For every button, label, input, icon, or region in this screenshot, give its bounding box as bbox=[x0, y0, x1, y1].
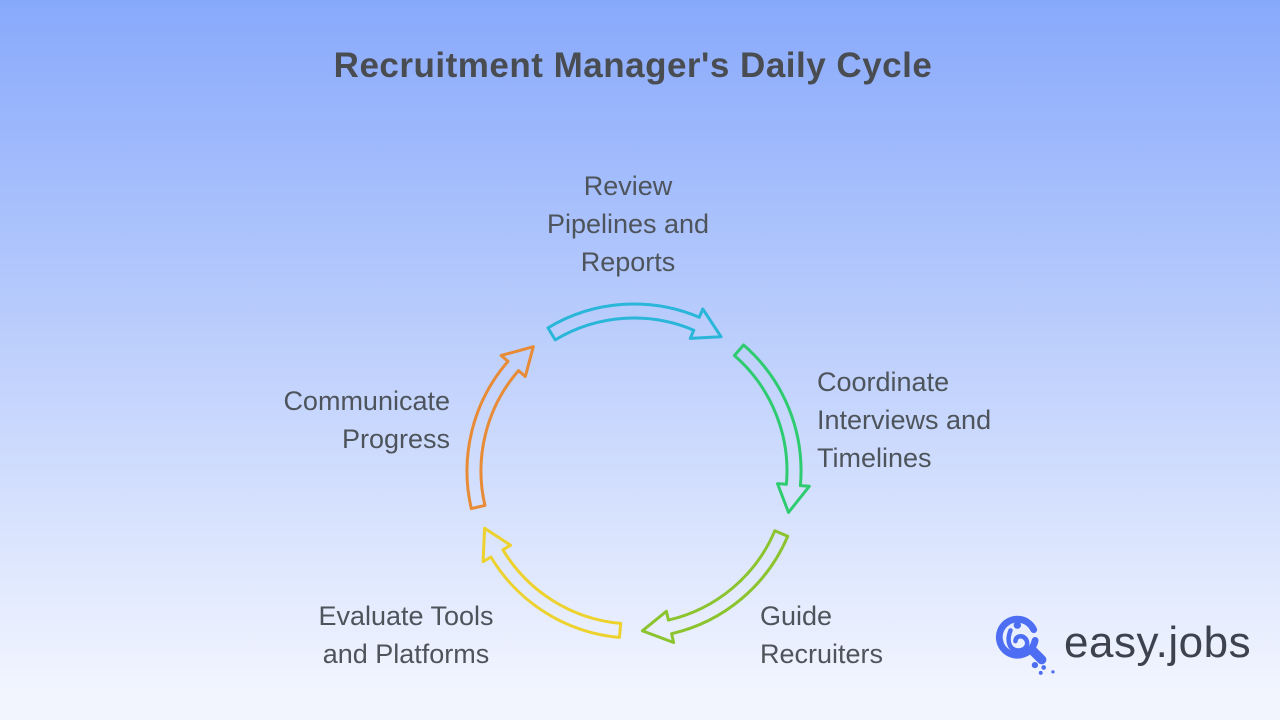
easyjobs-logo: easy.jobs bbox=[992, 604, 1251, 692]
label-line: and Platforms bbox=[322, 639, 490, 669]
cycle-arrow-left bbox=[465, 345, 535, 511]
label-line: Evaluate Tools bbox=[318, 601, 494, 631]
label-line: Interviews and bbox=[817, 405, 992, 435]
trail-dot bbox=[1051, 670, 1055, 674]
trail-dot bbox=[1041, 665, 1047, 670]
page-title: Recruitment Manager's Daily Cycle bbox=[333, 46, 933, 85]
person-body bbox=[1006, 628, 1030, 653]
label-line: Coordinate bbox=[817, 367, 950, 397]
label-line: Timelines bbox=[817, 443, 932, 473]
label-line: Progress bbox=[341, 424, 450, 454]
label-line: Pipelines and bbox=[546, 209, 710, 239]
person-head bbox=[1013, 621, 1022, 629]
easyjobs-logo-icon bbox=[995, 615, 1055, 675]
magnifier-handle bbox=[1028, 646, 1047, 665]
label-line: Guide bbox=[760, 601, 833, 631]
cycle-label-communicate-progress: Communicate Progress bbox=[150, 382, 450, 458]
cycle-label-evaluate-tools: Evaluate Tools and Platforms bbox=[256, 597, 556, 673]
easyjobs-logo-text: easy.jobs bbox=[1064, 618, 1252, 667]
cycle-label-guide-recruiters: Guide Recruiters bbox=[760, 597, 980, 673]
label-line: Review bbox=[583, 171, 673, 201]
trail-dot bbox=[1038, 670, 1043, 675]
label-line: Communicate bbox=[283, 386, 450, 416]
magnifier-ring bbox=[995, 615, 1039, 659]
cycle-arrow-bottom-right bbox=[640, 529, 790, 644]
label-line: Reports bbox=[580, 247, 676, 277]
label-line: Recruiters bbox=[760, 639, 884, 669]
cycle-arrow-bottom-left bbox=[481, 526, 623, 639]
trail-dot bbox=[1031, 661, 1039, 669]
cycle-arrow-right bbox=[732, 343, 811, 514]
cycle-label-review-pipelines: Review Pipelines and Reports bbox=[478, 167, 778, 281]
cycle-arrow-top bbox=[546, 302, 723, 342]
cycle-label-coordinate-interviews: Coordinate Interviews and Timelines bbox=[817, 363, 1077, 477]
